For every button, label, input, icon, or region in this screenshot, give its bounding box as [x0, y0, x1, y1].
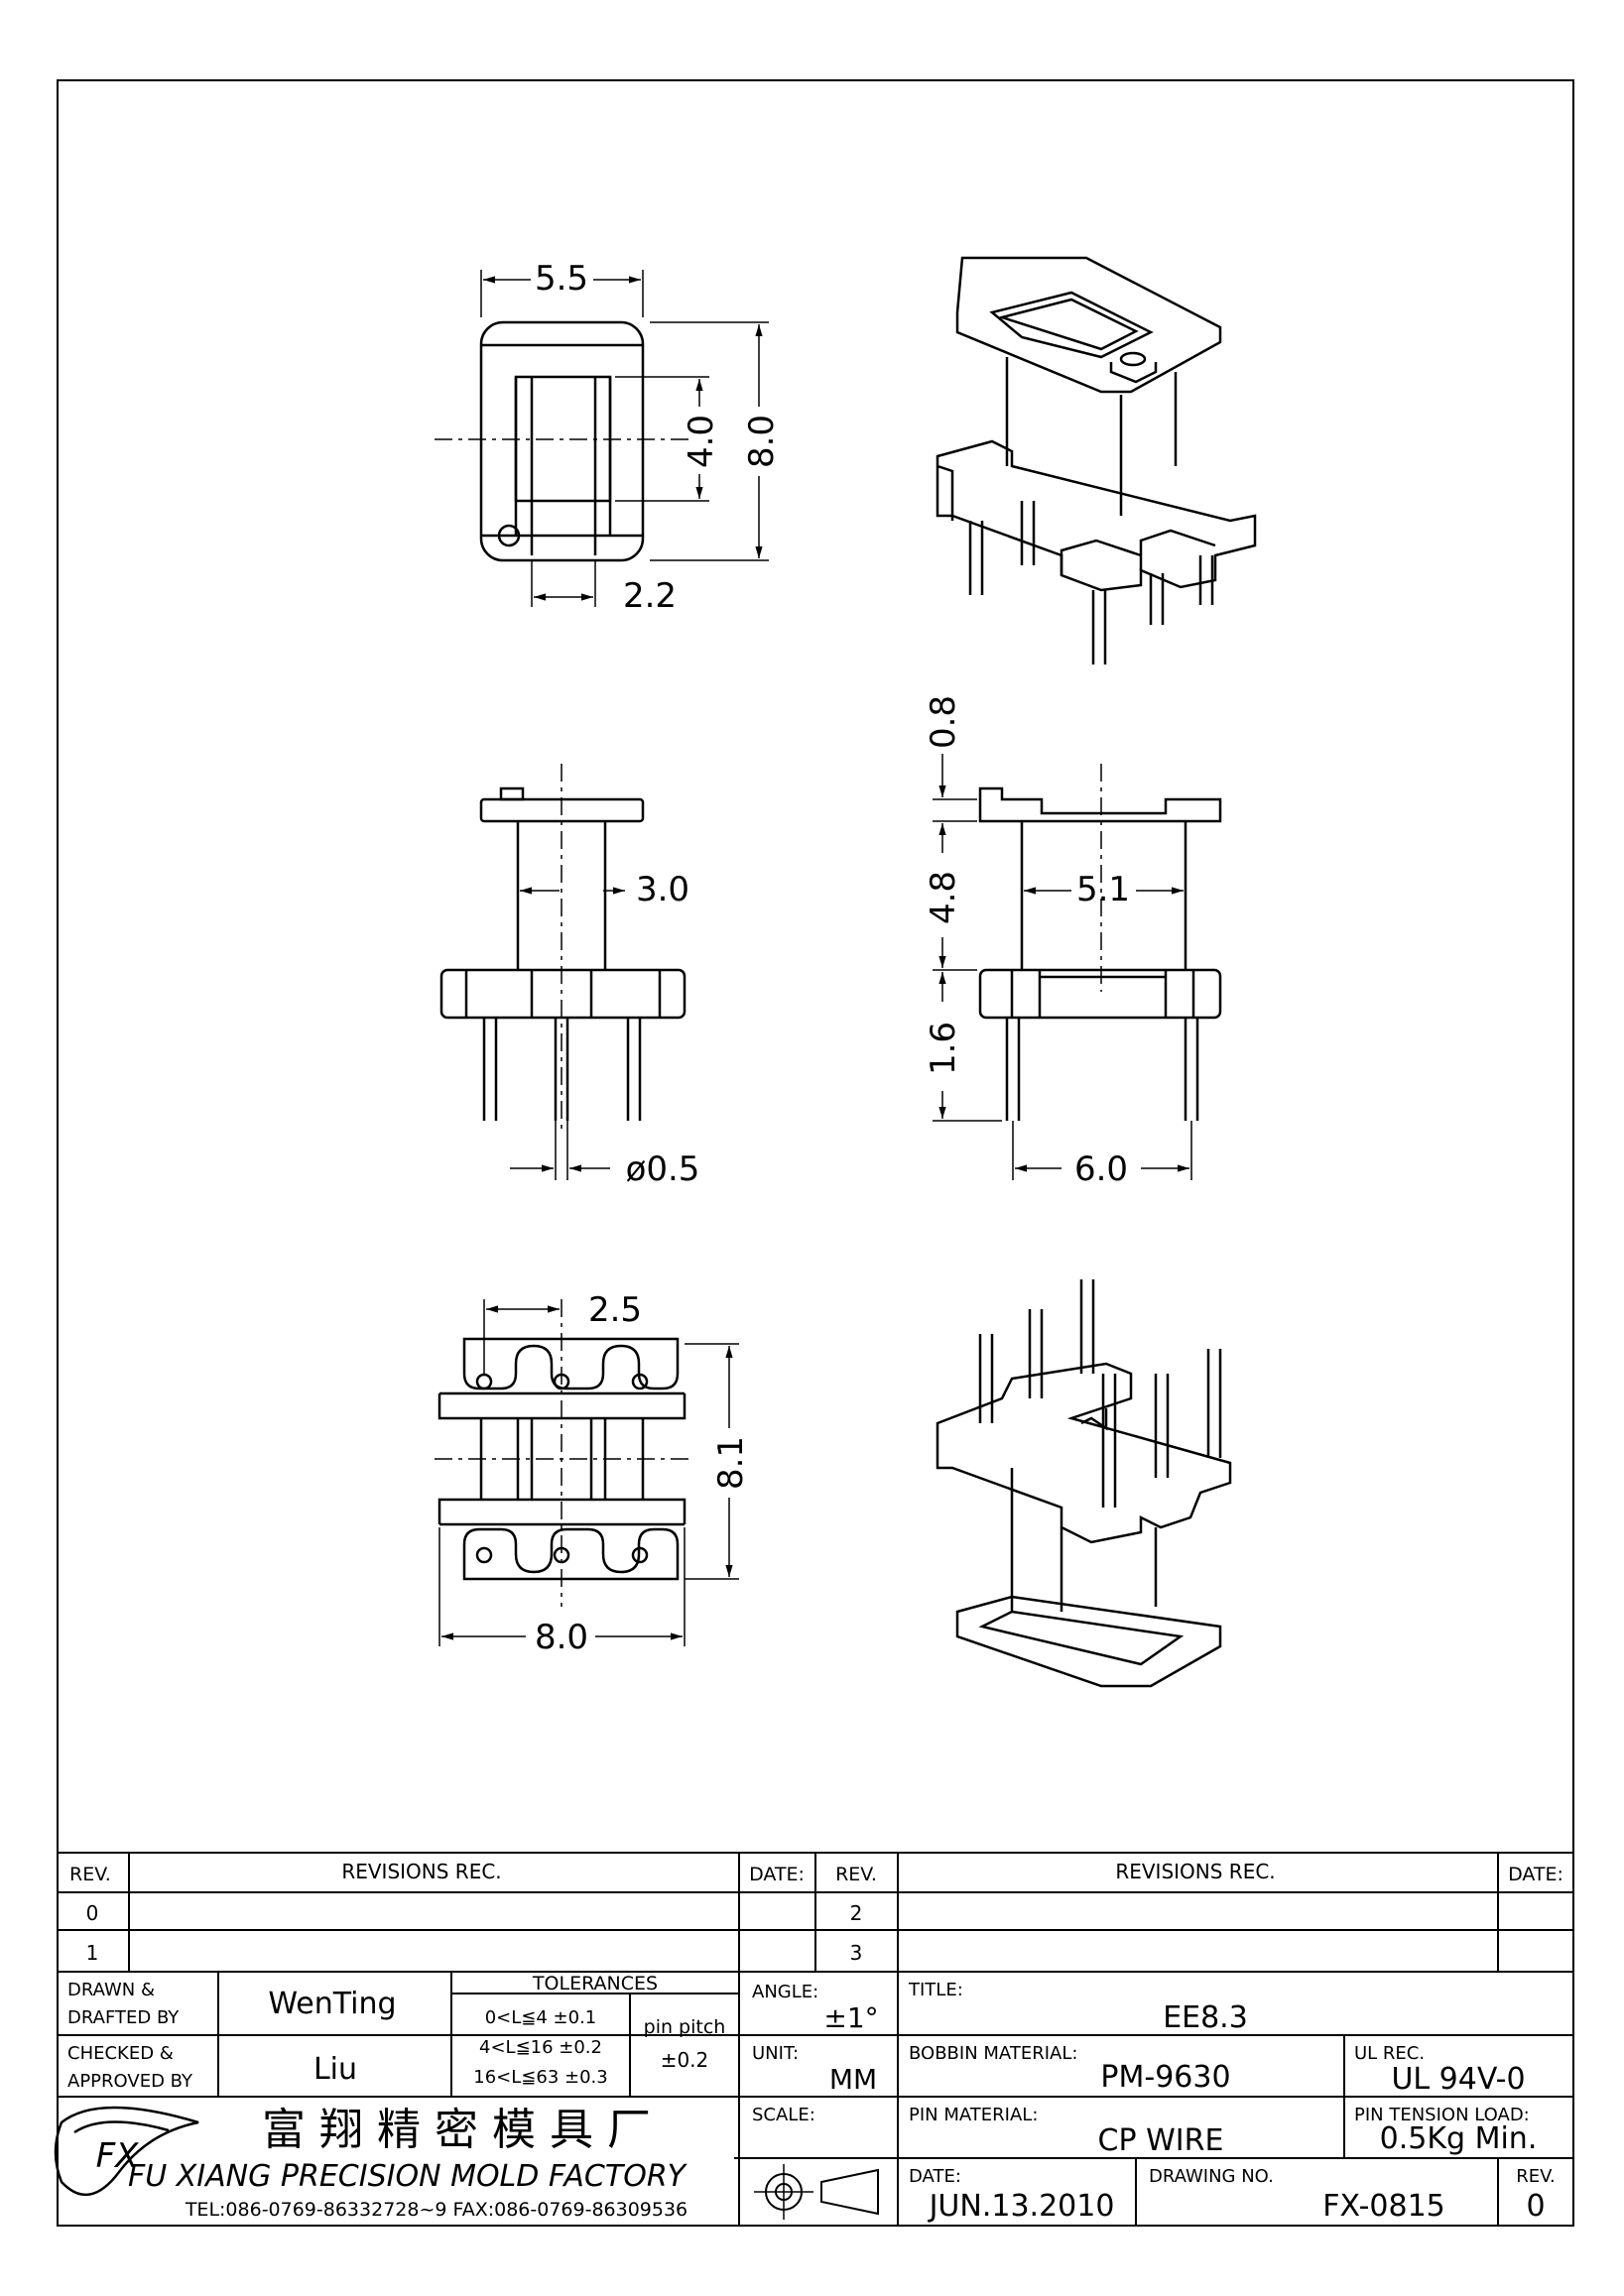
company-logo [54, 2106, 199, 2197]
company-contact: TEL:086-0769-86332728~9 FAX:086-0769-863… [185, 2199, 687, 2221]
drawing-sheet [57, 79, 1574, 2227]
rev-header-left: REV. [69, 1864, 111, 1885]
rev-header-right: REV. [835, 1864, 877, 1885]
dim-bottom-depth: 8.1 [711, 1436, 751, 1490]
checked-label-2: APPROVED BY [67, 2071, 193, 2092]
unit-value: MM [829, 2063, 877, 2096]
date-header-right: DATE: [1508, 1864, 1563, 1885]
dim-top-window: 4.0 [682, 415, 721, 468]
dim-side-body: 4.8 [924, 871, 963, 924]
dim-top-width: 5.5 [535, 259, 588, 299]
dim-bottom-pitch: 2.5 [588, 1290, 642, 1330]
projection-symbol-icon [754, 2164, 879, 2220]
date-header-left: DATE: [749, 1864, 805, 1885]
dim-side-pin-span: 6.0 [1074, 1149, 1128, 1189]
date-label: DATE: [909, 2166, 961, 2187]
tol-row-2: 4<L≦16 ±0.2 [479, 2037, 602, 2058]
drawn-label-2: DRAFTED BY [67, 2007, 180, 2028]
pin-material-value: CP WIRE [1098, 2123, 1224, 2158]
pin-pitch-value: ±0.2 [661, 2048, 709, 2072]
drawn-by: WenTing [268, 1987, 396, 2021]
scale-label: SCALE: [752, 2105, 815, 2125]
dim-bottom-width: 8.0 [535, 1618, 588, 1657]
rev-value: 0 [1526, 2189, 1545, 2224]
company-name-cn: 富 翔 精 密 模 具 厂 [262, 2105, 651, 2155]
checked-label-1: CHECKED & [67, 2043, 174, 2064]
checked-by: Liu [313, 2052, 357, 2087]
tolerances-header: TOLERANCES [532, 1973, 658, 1994]
tol-row-1: 0<L≦4 ±0.1 [485, 2007, 597, 2028]
rev-row-2: 2 [850, 1901, 863, 1925]
tol-row-3: 16<L≦63 ±0.3 [473, 2067, 607, 2088]
angle-label: ANGLE: [752, 1982, 818, 2002]
drawing-no-value: FX-0815 [1322, 2189, 1445, 2224]
title-block-text: REV. REVISIONS REC. DATE: REV. REVISIONS… [67, 1860, 1563, 2224]
pin-tension-label: PIN TENSION LOAD: [1354, 2105, 1530, 2125]
dim-side-flange: 0.8 [924, 695, 963, 749]
rev-row-1: 1 [86, 1941, 99, 1965]
company-name-en: FU XIANG PRECISION MOLD FACTORY [128, 2159, 688, 2194]
logo-text: FX [96, 2136, 140, 2176]
title-label: TITLE: [908, 1980, 963, 2000]
dim-front-pin-dia: ø0.5 [626, 1149, 700, 1189]
pin-tension-value: 0.5Kg Min. [1380, 2121, 1538, 2156]
pin-material-label: PIN MATERIAL: [909, 2105, 1038, 2125]
rev-label: REV. [1516, 2166, 1556, 2187]
dim-top-height: 8.0 [742, 415, 782, 468]
dim-side-base: 1.6 [924, 1022, 963, 1075]
angle-value: ±1° [823, 2001, 878, 2034]
isometric-view-top [936, 256, 1257, 665]
title-block-grid [57, 1852, 1574, 2227]
revisions-header-left: REVISIONS REC. [341, 1860, 501, 1883]
pin-pitch-label: pin pitch [644, 2016, 726, 2038]
ul-value: UL 94V-0 [1391, 2062, 1525, 2097]
dimension-labels: 5.5 8.0 4.0 2.2 3.0 ø0.5 0.8 4.8 5.1 1.6… [535, 259, 1130, 1657]
drawn-label-1: DRAWN & [67, 1980, 155, 2000]
isometric-view-bottom [936, 1279, 1232, 1688]
top-view [435, 270, 769, 607]
bobbin-value: PM-9630 [1100, 2060, 1230, 2095]
ul-label: UL REC. [1354, 2043, 1425, 2064]
dim-top-slot: 2.2 [623, 576, 677, 616]
rev-row-0: 0 [86, 1901, 99, 1925]
date-value: JUN.13.2010 [928, 2189, 1115, 2224]
dim-front-core: 3.0 [636, 870, 689, 909]
unit-label: UNIT: [752, 2043, 799, 2064]
bottom-view [435, 1299, 739, 1646]
front-view [439, 764, 687, 1180]
drawing-no-label: DRAWING NO. [1149, 2166, 1274, 2187]
rev-row-3: 3 [850, 1941, 863, 1965]
side-view [933, 754, 1222, 1180]
revisions-header-right: REVISIONS REC. [1115, 1860, 1275, 1883]
title-value: EE8.3 [1163, 2000, 1248, 2035]
dim-side-core-width: 5.1 [1076, 870, 1130, 909]
bobbin-label: BOBBIN MATERIAL: [909, 2043, 1077, 2064]
